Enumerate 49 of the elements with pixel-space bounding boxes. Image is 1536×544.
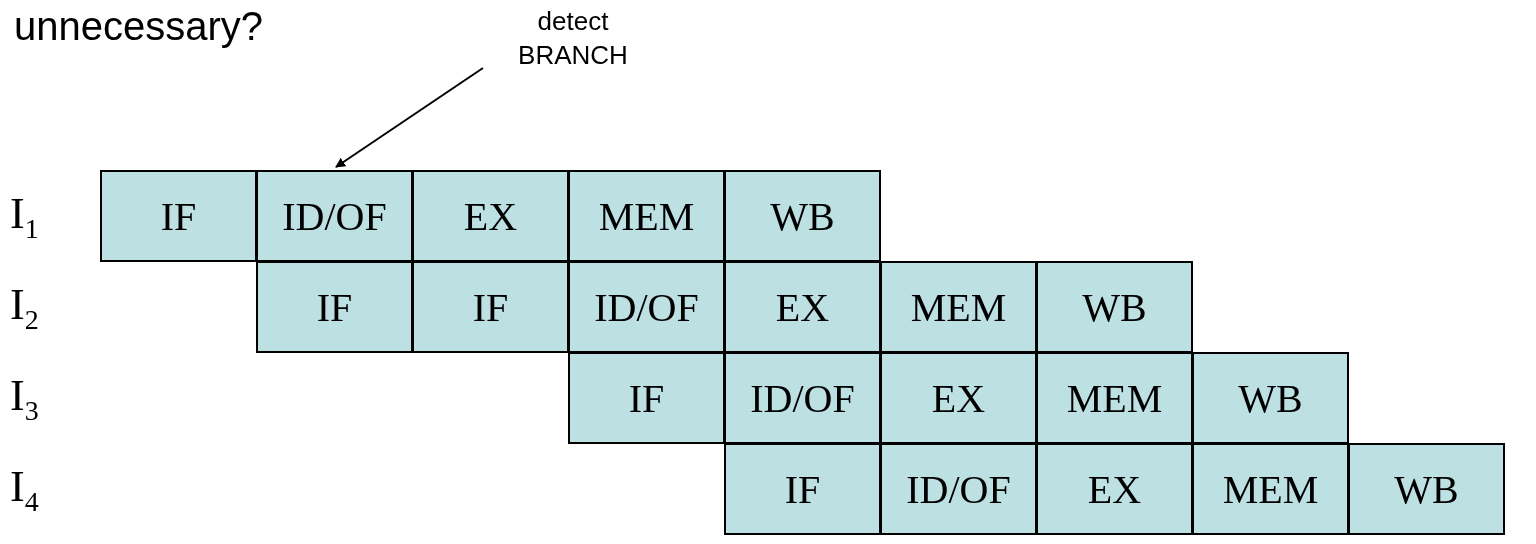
row-label: I$_{4}$ — [10, 461, 39, 518]
stage-cell — [880, 352, 1037, 444]
callout-text: detect BRANCH — [508, 4, 638, 72]
stage-name: WB — [1394, 465, 1459, 513]
stage-cell — [100, 170, 257, 262]
stage-name: MEM — [1222, 465, 1319, 513]
stage-cell — [256, 170, 413, 262]
stage-name: MEM — [1066, 374, 1163, 422]
leader-arrow — [335, 67, 484, 168]
stage-cell — [724, 170, 881, 262]
row-label: I$_{2}$ — [10, 279, 39, 336]
stage-name: ID/OF — [750, 374, 855, 422]
stage-cell — [880, 443, 1037, 535]
stage-cell — [1036, 443, 1193, 535]
stage-cell — [880, 261, 1037, 353]
stage-cell — [724, 352, 881, 444]
stage-cell — [412, 261, 569, 353]
stage-cell — [568, 352, 725, 444]
stage-cell — [724, 261, 881, 353]
stage-name: IF — [160, 192, 197, 240]
stage-name: EX — [775, 283, 830, 331]
row-label: I$_{1}$ — [10, 188, 39, 245]
stage-cell — [724, 443, 881, 535]
stage-name: IF — [628, 374, 665, 422]
stage-cell — [568, 261, 725, 353]
stage-cell — [256, 261, 413, 353]
stage-cell — [1192, 352, 1349, 444]
stage-cell — [1192, 443, 1349, 535]
stage-name: WB — [770, 192, 835, 240]
stage-cell — [1036, 261, 1193, 353]
stage-cell — [1348, 443, 1505, 535]
stage-cell — [568, 170, 725, 262]
stage-name: IF — [784, 465, 821, 513]
heading: unnecessary? — [14, 3, 264, 50]
stage-name: ID/OF — [906, 465, 1011, 513]
stage-name: ID/OF — [594, 283, 699, 331]
stage-cell — [1036, 352, 1193, 444]
stage-name: EX — [1087, 465, 1142, 513]
stage-name: EX — [463, 192, 518, 240]
stage-name: MEM — [598, 192, 695, 240]
stage-cell — [412, 170, 569, 262]
stage-name: ID/OF — [282, 192, 387, 240]
stage-name: IF — [472, 283, 509, 331]
row-label: I$_{3}$ — [10, 370, 39, 427]
stage-name: WB — [1238, 374, 1303, 422]
stage-name: IF — [316, 283, 353, 331]
stage-name: MEM — [910, 283, 1007, 331]
stage-name: EX — [931, 374, 986, 422]
stage-name: WB — [1082, 283, 1147, 331]
